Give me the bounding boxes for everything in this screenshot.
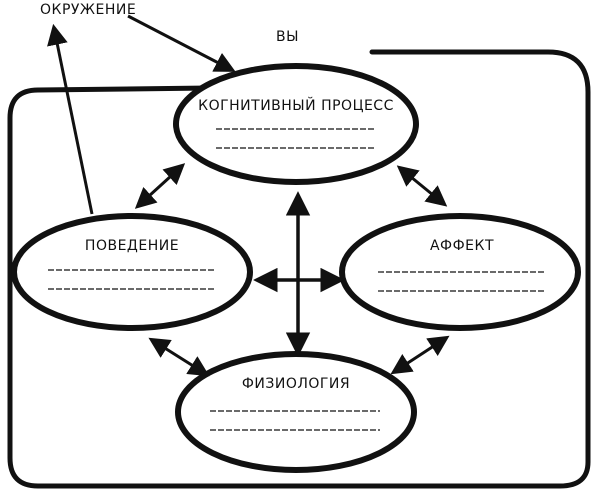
behavior-to-environment-arrow	[47, 23, 94, 215]
cognition-affect-arrow	[396, 165, 448, 207]
cognition-node: КОГНИТИВНЫЙ ПРОЦЕСС	[173, 63, 419, 185]
cognition-label: КОГНИТИВНЫЙ ПРОЦЕСС	[198, 96, 394, 114]
affect-label: АФФЕКТ	[430, 238, 494, 254]
affect-physiology-arrow	[390, 335, 450, 375]
affect-node: АФФЕКТ	[339, 213, 581, 331]
physiology-label: ФИЗИОЛОГИЯ	[242, 376, 350, 392]
behavior-node: ПОВЕДЕНИЕ	[11, 213, 253, 331]
physiology-node: ФИЗИОЛОГИЯ	[175, 351, 417, 473]
environment-label: ОКРУЖЕНИЕ	[40, 2, 136, 18]
behavior-label: ПОВЕДЕНИЕ	[85, 238, 179, 254]
you-boundary	[7, 49, 591, 489]
behavior-physiology-arrow	[148, 337, 210, 377]
cognition-behavior-arrow	[134, 163, 186, 209]
you-label: ВЫ	[276, 29, 299, 45]
environment-to-cognition-arrow	[127, 14, 236, 72]
